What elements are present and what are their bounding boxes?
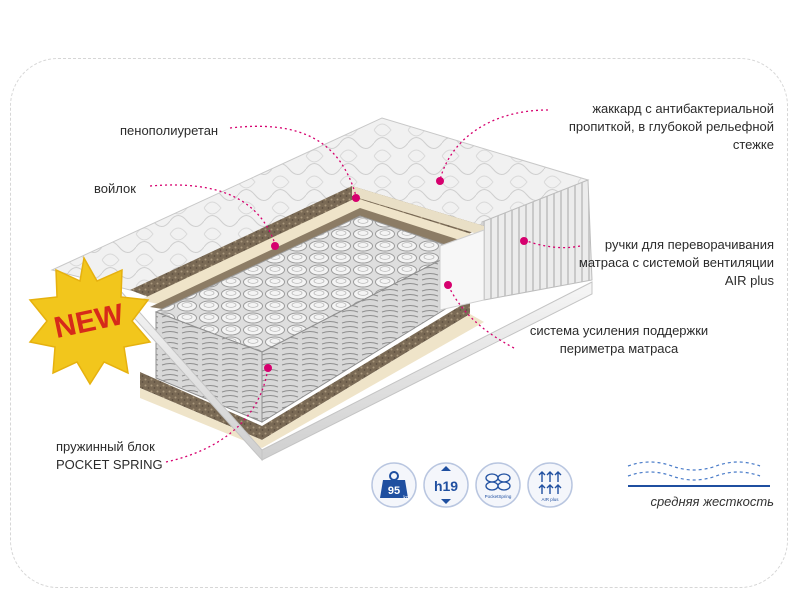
label-felt: войлок — [94, 181, 136, 196]
label-handles: ручки для переворачивания матраса с сист… — [578, 237, 774, 288]
svg-text:kg: kg — [403, 495, 409, 501]
firmness-label: средняя жесткость — [650, 494, 774, 509]
label-jacquard: жаккард с антибактериальной пропиткой, в… — [568, 101, 774, 152]
firmness-indicator — [627, 461, 770, 487]
weight-limit-icon: 95 kg — [371, 462, 417, 508]
air-plus-icon: AIR plus — [527, 462, 573, 508]
new-badge: NEW — [28, 255, 152, 386]
label-spring-block: пружинный блок POCKET SPRING — [56, 439, 163, 472]
label-foam: пенополиуретан — [120, 123, 219, 138]
svg-text:h19: h19 — [434, 478, 458, 494]
svg-text:95: 95 — [388, 485, 400, 497]
height-icon: h19 — [423, 462, 469, 508]
pocket-spring-icon: PocketSpring — [475, 462, 521, 508]
rounded-dashed-frame — [10, 58, 788, 588]
svg-text:PocketSpring: PocketSpring — [485, 494, 512, 499]
callout-lines — [149, 109, 581, 463]
feature-icons: 95 kg h19 PocketSpring AIR plus — [371, 462, 573, 508]
label-perimeter: система усиления поддержки периметра мат… — [529, 323, 709, 356]
callout-dots — [264, 177, 528, 372]
svg-text:AIR plus: AIR plus — [541, 497, 559, 502]
